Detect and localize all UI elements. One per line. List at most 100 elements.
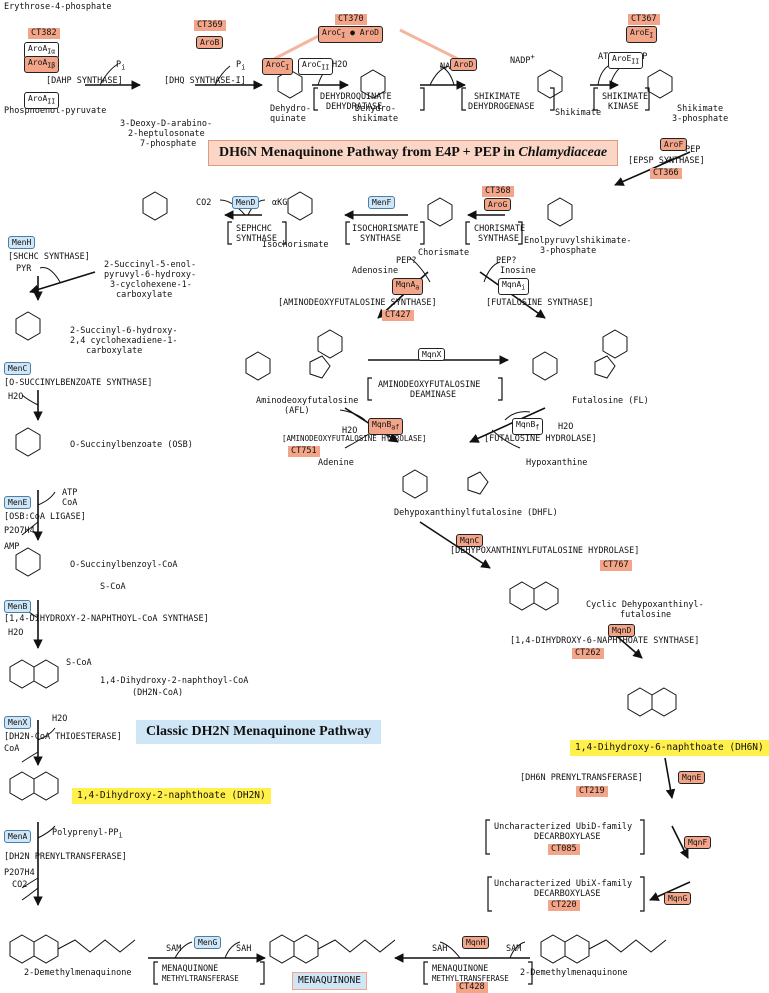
compound-s3p-line1: Shikimate [677,104,724,114]
arrow-dh6n-pt [664,757,676,799]
enzyme-fls: [FUTALOSINE SYNTHASE] [486,298,594,308]
enzyme-dh2n-pt: [DH2N PRENYLTRANSFERASE] [4,852,127,862]
mena-box: MenA [4,830,32,843]
menx-box: MenX [4,716,32,729]
ring-dh2ncoa-a [9,659,35,689]
arof-box: AroF [660,138,688,151]
enzyme-ics-1: ISOCHORISMATE [352,224,419,234]
aroa-ia-box: AroAIα [24,42,60,59]
compound-dmk-right: 2-Demethylmenaquinone [520,968,628,978]
menb-box: MenB [4,600,32,613]
cofactor-h2o-dhqd: H2O [332,60,348,70]
compound-cdhfl-line2: futalosine [620,610,672,620]
compound-pep: Phosphoenol-pyruvate [4,106,107,116]
arrow-ubix [649,881,691,901]
arod-box: AroD [450,58,478,71]
ring-dhq [277,69,303,99]
enzyme-dhflh: [DEHYPOXANTHINYLFUTALOSINE HYDROLASE] [450,546,640,556]
compound-dahp-line3: 7-phosphate [140,139,197,149]
cofactor-amp: AMP [4,542,20,552]
mqnc-box: MqnC [456,534,484,547]
mend-box: MenD [232,196,260,209]
ct427-label: CT427 [382,310,414,321]
arrow-shchc [29,271,96,295]
mqnf-box: MqnF [684,836,712,849]
ring-mk-b [293,934,319,964]
arob-box: AroB [196,36,224,49]
ring-dhs [360,69,386,99]
cofactor-sah2: SAH [432,944,448,954]
ring-cdhfl-a [509,581,535,611]
cofactor-nadp: NADP+ [510,52,535,66]
ct368-label: CT368 [482,186,514,197]
cofactor-pep-epsp: PEP [685,145,701,155]
compound-e4p: Erythrose-4-phosphate [4,2,112,12]
compound-chorismate: Chorismate [418,248,470,258]
ring-s3p [647,69,673,99]
ct767-label: CT767 [600,560,632,571]
top-banner: DH6N Menaquinone Pathway from E4P + PEP … [208,140,619,166]
compound-osb: O-Succinylbenzoate (OSB) [70,440,193,450]
aroc-arod-complex-box: AroCI ● AroD [318,26,383,43]
cofactor-h2o-afl: H2O [342,426,358,436]
arrow-fls [479,271,546,319]
cofactor-hypoxanthine: Hypoxanthine [526,458,588,468]
enzyme-dh6ns: [1,4-DIHYDROXY-6-NAPHTHOATE SYNTHASE] [510,636,700,646]
cofactor-pep-q1: PEP? [396,256,417,266]
ring-dmk-l-b [33,934,59,964]
cofactor-polyprenyl: Polyprenyl-PPi [52,828,123,840]
enzyme-dhqd-2: DEHYDRATASE [326,102,383,112]
aroc-ii-box: AroCII [298,58,334,75]
enzyme-ubix-2: DECARBOXYLASE [534,889,601,899]
mqnb-af-box: MqnBaf [368,418,404,435]
cofactor-h2o-menb: H2O [8,628,24,638]
compound-dh2ncoa-line1: 1,4-Dihydroxy-2-naphthoyl-CoA [100,676,249,686]
cofactor-coa2: CoA [4,744,20,754]
ct366-label: CT366 [650,168,682,179]
ct367-label: CT367 [628,14,660,25]
meng-box: MenG [194,936,222,949]
aroa-ii-box: AroAII [24,92,60,109]
mqnh-box: MqnH [462,936,490,949]
compound-dmk-left: 2-Demethylmenaquinone [24,968,132,978]
compound-shchc-line2: 2,4 cyclohexadiene-1- [70,336,178,346]
cofactor-atp2: ATP [62,488,78,498]
enzyme-cs-1: CHORISMATE [474,224,526,234]
compound-dh6n: 1,4-Dihydroxy-6-naphthoate (DH6N) [570,740,769,756]
enzyme-dh6n-pt: [DH6N PRENYLTRANSFERASE] [520,773,643,783]
enzyme-dhq: [DHQ SYNTHASE-I] [164,76,246,86]
enzyme-mmt2-1: MENAQUINONE [432,964,489,974]
arrow-ubid [671,825,689,859]
ring-dh2ncoa-b [33,659,59,689]
compound-fl: Futalosine (FL) [572,396,649,406]
enzyme-sdh-2: DEHYDROGENASE [468,102,535,112]
ring-fl-purine [602,329,628,359]
cofactor-sam2: SAM [506,944,522,954]
cofactor-ppi2: P2O7H4 [4,868,35,878]
mqng-box: MqnG [664,892,692,905]
enzyme-sephchc-2: SYNTHASE [236,234,277,244]
compound-sephchc-line4: carboxylate [116,290,173,300]
enzyme-mmt1-2: METHYLTRANSFERASE [162,974,239,983]
aroe-i-box: AroEI [626,26,658,43]
enzyme-sephchc-1: SEPHCHC [236,224,272,234]
ring-fl-sugar [594,355,616,379]
cofactor-akg: αKG [272,198,288,208]
ring-epsp [547,197,573,227]
ct220-label: CT220 [548,900,580,911]
enzyme-ubix-1: Uncharacterized UbiX-family [494,879,633,889]
ring-osbcoa [15,547,41,577]
compound-s3p-line2: 3-phosphate [672,114,729,124]
ring-dh6n-a [627,687,653,717]
compound-dhs-line1: Dehydro- [355,104,396,114]
enzyme-osbs: [O-SUCCINYLBENZOATE SYNTHASE] [4,378,153,388]
ring-afl-sugar [309,355,331,379]
classic-banner: Classic DH2N Menaquinone Pathway [136,720,382,744]
enzyme-afld-2: DEAMINASE [410,390,457,400]
enzyme-afls: [AMINODEOXYFUTALOSINE SYNTHASE] [278,298,437,308]
enzyme-flh: [FUTALOSINE HYDROLASE] [484,434,597,444]
ct219-label: CT219 [576,786,608,797]
cofactor-h2o-menx: H2O [52,714,68,724]
aroc-i-box: AroCI [262,58,294,75]
compound-dahp-line2: 2-heptulosonate [128,129,205,139]
